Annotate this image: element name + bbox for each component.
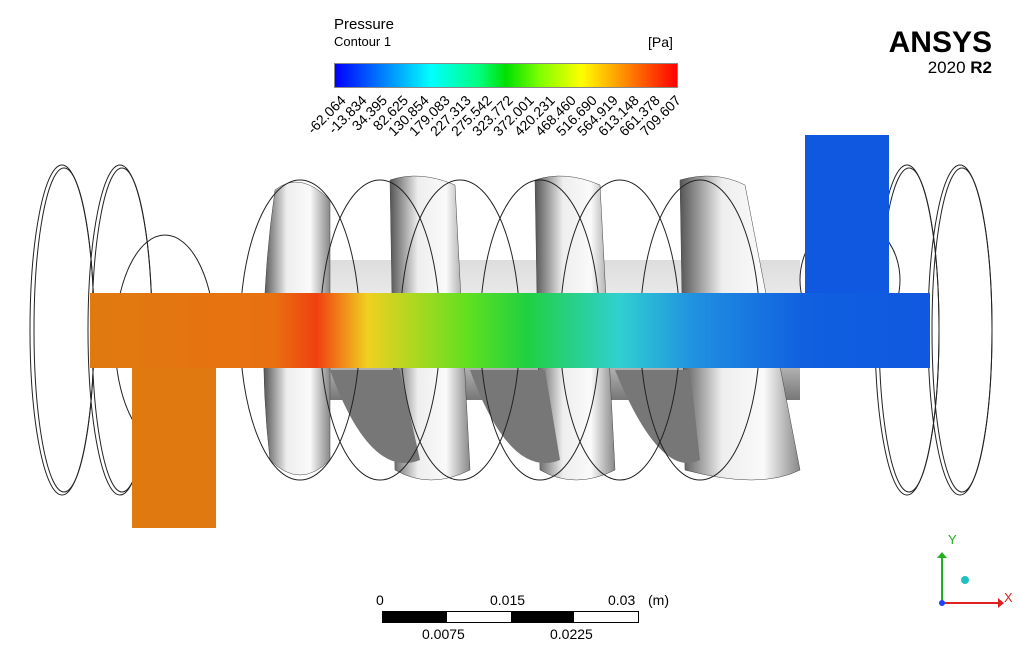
legend-title: Pressure	[334, 16, 395, 33]
scale-label-0: 0	[376, 592, 384, 608]
logo-version-release: R2	[970, 58, 992, 77]
legend-unit: [Pa]	[648, 34, 673, 50]
logo-brand: ANSYS	[888, 26, 992, 59]
rotation-center-icon	[961, 576, 969, 584]
scale-label-00075: 0.0075	[422, 626, 465, 642]
pressure-contour	[90, 135, 930, 528]
triad-y-label: Y	[948, 532, 957, 547]
triad-x-label: X	[1004, 590, 1013, 605]
axis-triad	[937, 552, 1004, 608]
legend-subtitle: Contour 1	[334, 34, 392, 49]
scale-label-0015: 0.015	[490, 592, 526, 608]
pressure-colorbar	[334, 63, 678, 88]
scale-label-00225: 0.0225	[550, 626, 593, 642]
scale-unit: (m)	[648, 592, 669, 608]
ansys-logo: ANSYS 2020 R2	[889, 28, 992, 78]
z-axis-dot	[939, 600, 945, 606]
logo-version-year: 2020	[927, 58, 966, 77]
scale-label-003: 0.03	[608, 592, 636, 608]
